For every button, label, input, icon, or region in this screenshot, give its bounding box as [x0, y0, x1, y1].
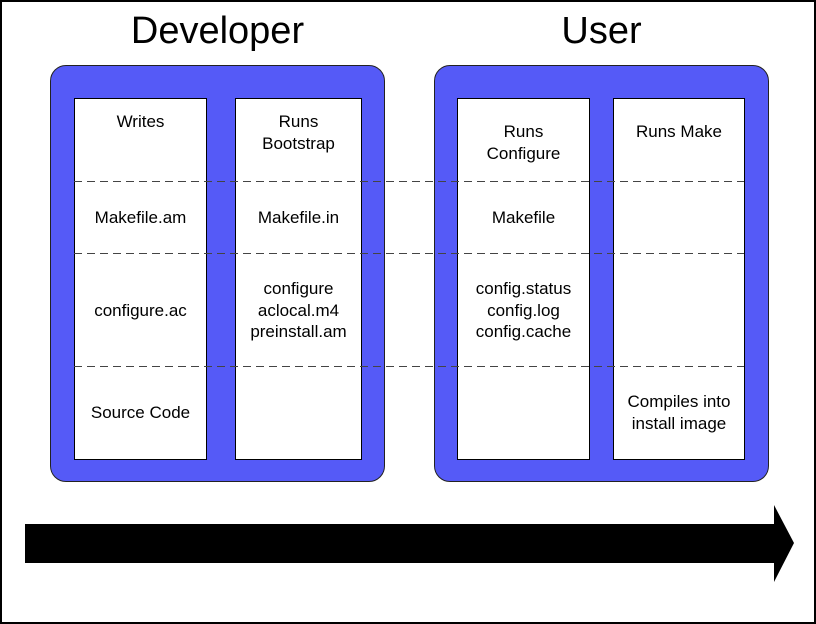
column-runs-configure: Runs Configure Makefile config.status co…	[457, 98, 590, 460]
cell-makefile-am: Makefile.am	[94, 208, 187, 228]
flow-arrow-icon	[25, 505, 794, 582]
cell-empty	[614, 254, 744, 367]
user-title: User	[561, 10, 642, 52]
cell-runs-make: Runs Make	[636, 122, 722, 141]
cell-configure-aclocal-preinstall: configure aclocal.m4 preinstall.am	[250, 278, 347, 342]
cell-makefile-in: Makefile.in	[257, 208, 340, 228]
cell-runs-bootstrap: Runs Bootstrap	[262, 112, 335, 153]
cell-empty	[458, 367, 589, 459]
column-writes: Writes Makefile.am configure.ac Source C…	[74, 98, 207, 460]
dashed-divider-row3	[74, 366, 744, 367]
dashed-divider-row2	[74, 253, 744, 254]
dashed-divider-row1	[74, 181, 744, 182]
cell-configure-ac: configure.ac	[94, 300, 187, 320]
cell-source-code: Source Code	[90, 403, 191, 423]
column-runs-make: Runs Make Compiles into install image	[613, 98, 745, 460]
cell-runs-configure: Runs Configure	[486, 122, 561, 163]
cell-empty	[236, 367, 361, 459]
cell-empty	[614, 182, 744, 254]
cell-compiles-into-install-image: Compiles into install image	[627, 392, 731, 433]
cell-writes: Writes	[116, 112, 165, 131]
cell-config-files: config.status config.log config.cache	[475, 278, 572, 342]
cell-makefile: Makefile	[491, 208, 556, 228]
column-runs-bootstrap: Runs Bootstrap Makefile.in configure acl…	[235, 98, 362, 460]
developer-title: Developer	[130, 10, 305, 52]
